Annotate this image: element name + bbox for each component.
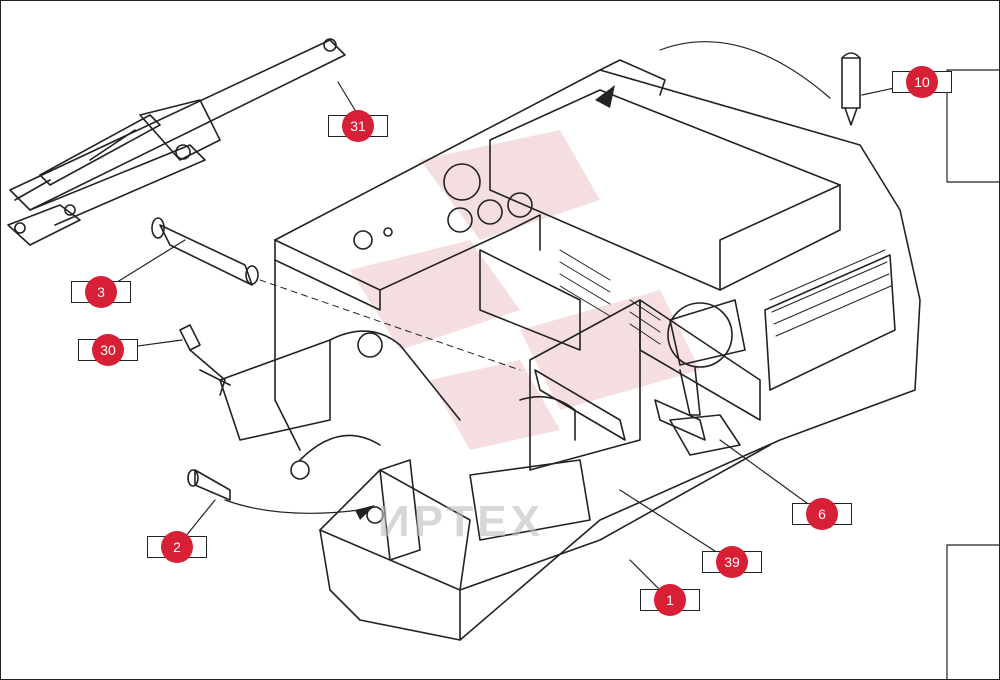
callout-39[interactable]: 39 (702, 546, 762, 578)
logo-watermark (350, 130, 700, 450)
callout-30[interactable]: 30 (78, 334, 138, 366)
side-table (946, 69, 1000, 680)
callout-10[interactable]: 10 (892, 66, 952, 98)
callout-31[interactable]: 31 (328, 110, 388, 142)
callout-39-label: 39 (716, 546, 748, 578)
pin-3 (151, 217, 259, 286)
handle-30 (179, 324, 231, 396)
callout-3[interactable]: 3 (71, 276, 131, 308)
watermark-text: ИРТЕХ (378, 497, 544, 546)
callout-2-label: 2 (161, 531, 193, 563)
callout-3-label: 3 (85, 276, 117, 308)
pin-2 (187, 469, 231, 501)
callout-2[interactable]: 2 (147, 531, 207, 563)
boom-arm-assembly (7, 38, 346, 246)
callout-1-label: 1 (654, 584, 686, 616)
arrow-heads (355, 85, 615, 520)
callout-1[interactable]: 1 (640, 584, 700, 616)
cartridge-10 (841, 52, 861, 126)
callout-6[interactable]: 6 (792, 498, 852, 530)
guide-line (259, 279, 521, 371)
callout-31-label: 31 (342, 110, 374, 142)
leader-lines (100, 41, 923, 601)
callout-10-label: 10 (906, 66, 938, 98)
engine-grille (559, 249, 892, 345)
callout-30-label: 30 (92, 334, 124, 366)
callout-6-label: 6 (806, 498, 838, 530)
machine-body (219, 59, 921, 641)
